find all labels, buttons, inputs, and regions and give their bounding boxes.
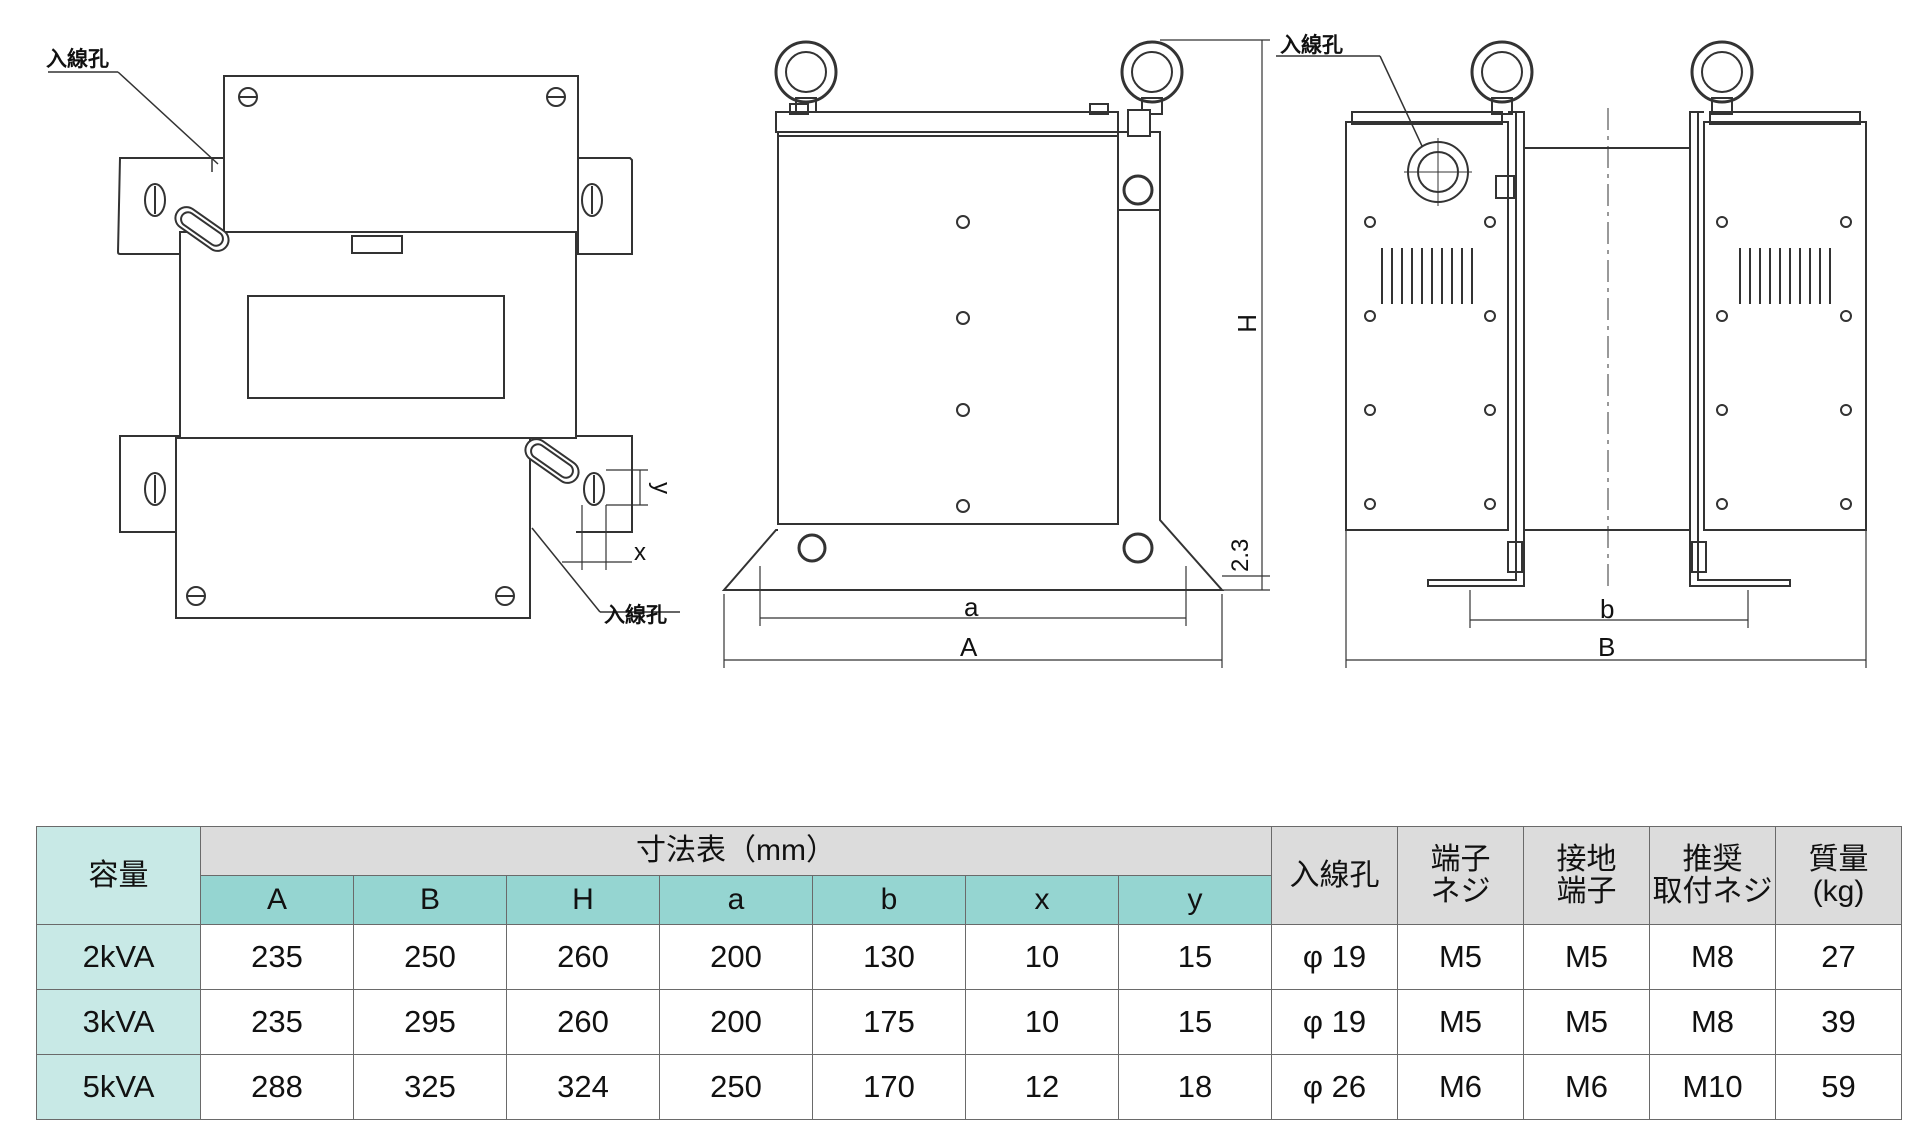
table-row: 5kVA 288 325 324 250 170 12 18 φ 26 M6 M… [36, 1054, 1902, 1120]
technical-drawing: 入線孔 入線孔 y x a A H [46, 33, 1867, 668]
cell-mass: 39 [1775, 989, 1902, 1055]
header-mass-line2: (kg) [1812, 874, 1865, 908]
cell-ground: M5 [1523, 924, 1650, 990]
cell-inlet: φ 19 [1271, 989, 1398, 1055]
inlet-hole-label-1: 入線孔 [46, 47, 109, 71]
header-dimension-title: 寸法表（mm） [200, 826, 1272, 876]
cell-mount: M10 [1649, 1054, 1776, 1120]
header-col-H: H [506, 875, 660, 925]
header-inlet-hole: 入線孔 [1271, 826, 1398, 925]
cell-ground: M5 [1523, 989, 1650, 1055]
cell-capacity: 5kVA [36, 1054, 201, 1120]
cell-x: 10 [965, 989, 1119, 1055]
header-col-A: A [200, 875, 354, 925]
cell-ground: M6 [1523, 1054, 1650, 1120]
cell-b: 175 [812, 989, 966, 1055]
cell-a: 200 [659, 924, 813, 990]
inlet-hole-label-2: 入線孔 [604, 603, 667, 627]
dim-b-label: b [1600, 594, 1614, 624]
cell-capacity: 3kVA [36, 989, 201, 1055]
cell-A: 235 [200, 924, 354, 990]
header-col-x: x [965, 875, 1119, 925]
cell-a: 200 [659, 989, 813, 1055]
header-col-b: b [812, 875, 966, 925]
cell-mass: 59 [1775, 1054, 1902, 1120]
cell-H: 260 [506, 924, 660, 990]
cell-A: 235 [200, 989, 354, 1055]
header-mount-screw-line1: 推奨 [1682, 842, 1743, 876]
header-col-B: B [353, 875, 507, 925]
dim-B-label: B [1598, 632, 1615, 662]
cell-y: 15 [1118, 989, 1272, 1055]
cell-H: 324 [506, 1054, 660, 1120]
cell-x: 12 [965, 1054, 1119, 1120]
cell-terminal: M6 [1397, 1054, 1524, 1120]
header-mass: 質量 (kg) [1775, 826, 1902, 925]
cell-y: 18 [1118, 1054, 1272, 1120]
dim-a-label: a [964, 592, 979, 622]
cell-inlet: φ 19 [1271, 924, 1398, 990]
cell-y: 15 [1118, 924, 1272, 990]
cell-H: 260 [506, 989, 660, 1055]
cell-b: 130 [812, 924, 966, 990]
cell-a: 250 [659, 1054, 813, 1120]
cell-b: 170 [812, 1054, 966, 1120]
table-row: 3kVA 235 295 260 200 175 10 15 φ 19 M5 M… [36, 989, 1902, 1055]
cell-terminal: M5 [1397, 924, 1524, 990]
header-ground-terminal-line2: 端子 [1556, 874, 1617, 908]
dim-y-label: y [648, 482, 675, 494]
inlet-hole-label-3: 入線孔 [1280, 33, 1343, 57]
dim-A-label: A [960, 632, 978, 662]
cell-A: 288 [200, 1054, 354, 1120]
cell-mount: M8 [1649, 924, 1776, 990]
header-terminal-screw: 端子 ネジ [1397, 826, 1524, 925]
dim-23-label: 2.3 [1227, 539, 1254, 572]
dim-H-label: H [1232, 314, 1262, 333]
header-mass-line1: 質量 [1808, 842, 1869, 876]
cell-terminal: M5 [1397, 989, 1524, 1055]
cell-capacity: 2kVA [36, 924, 201, 990]
cell-x: 10 [965, 924, 1119, 990]
cell-inlet: φ 26 [1271, 1054, 1398, 1120]
header-capacity: 容量 [36, 826, 201, 925]
dim-x-label: x [634, 539, 646, 566]
cell-mount: M8 [1649, 989, 1776, 1055]
header-mount-screw-line2: 取付ネジ [1652, 874, 1773, 908]
header-mount-screw: 推奨 取付ネジ [1649, 826, 1776, 925]
header-col-a: a [659, 875, 813, 925]
header-terminal-screw-line1: 端子 [1430, 842, 1491, 876]
cell-B: 325 [353, 1054, 507, 1120]
dimension-table: 容量 寸法表（mm） 入線孔 端子 ネジ 接地 端子 推奨 取付ネジ 質量 (k… [36, 826, 1902, 1120]
cell-mass: 27 [1775, 924, 1902, 990]
front-view [721, 39, 1270, 668]
header-ground-terminal: 接地 端子 [1523, 826, 1650, 925]
cell-B: 250 [353, 924, 507, 990]
header-ground-terminal-line1: 接地 [1556, 842, 1617, 876]
top-view [48, 71, 680, 619]
header-col-y: y [1118, 875, 1272, 925]
side-view [1276, 40, 1867, 668]
table-row: 2kVA 235 250 260 200 130 10 15 φ 19 M5 M… [36, 924, 1902, 990]
cell-B: 295 [353, 989, 507, 1055]
header-terminal-screw-line2: ネジ [1430, 874, 1491, 908]
